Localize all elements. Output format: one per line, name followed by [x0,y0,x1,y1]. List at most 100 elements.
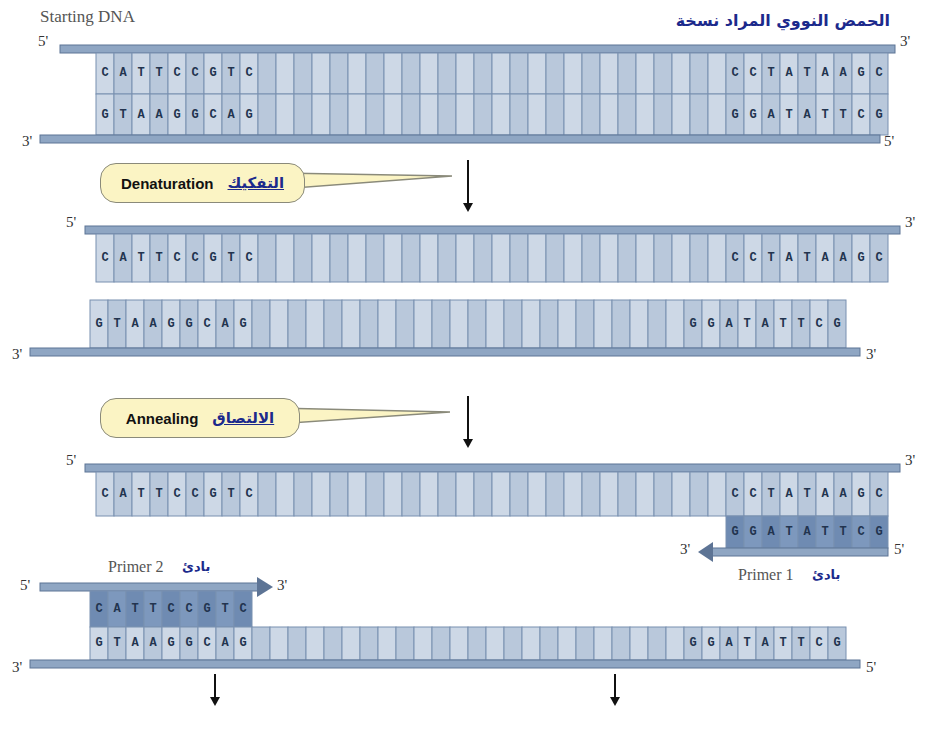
text-label: Primer 2 [108,558,164,576]
base-sequence: GTAAGGCAG [96,107,263,123]
base-cell [432,300,450,348]
step-name: Annealing [126,410,199,427]
base-cell [594,300,612,348]
step-arrow [467,396,469,440]
base-cell [474,53,492,94]
base-cell [312,53,330,94]
strand-end: 5' [866,659,876,676]
base-cell [528,472,546,516]
base-cell [324,300,342,348]
base-sequence: CATTCCGTC [96,250,263,266]
primer-arrow-head [257,577,273,597]
base-cell [648,627,666,660]
base-cell [708,53,726,94]
base-cell [564,234,582,282]
base-cell [672,472,690,516]
base-cell [558,300,576,348]
base-cell [528,94,546,135]
text-label: الحمض النووي المراد نسخة [676,12,890,30]
base-cell [504,627,522,660]
base-cell [582,234,600,282]
base-cell [510,472,528,516]
base-sequence: CATTCCGTC [96,65,263,81]
base-cell [612,300,630,348]
dna-backbone [85,464,900,472]
strand-end: 3' [905,452,915,469]
base-cell [630,627,648,660]
strand-end: 5' [894,541,904,558]
dna-backbone [60,45,895,53]
base-cell [654,94,672,135]
base-cell [342,627,360,660]
base-cell [294,234,312,282]
base-cell [360,300,378,348]
base-cell [420,472,438,516]
strand-end: 5' [66,452,76,469]
base-cell [654,53,672,94]
base-cell [384,53,402,94]
base-cell [420,234,438,282]
base-cell [672,53,690,94]
base-cell [528,53,546,94]
base-cell [522,300,540,348]
text-label: بادئ [812,568,840,582]
primer-arrow-head [698,542,713,562]
base-cell [312,472,330,516]
base-cell [276,53,294,94]
base-cell [276,472,294,516]
base-cell [330,472,348,516]
strand-end: 5' [38,33,48,50]
base-cell [366,53,384,94]
base-cell [672,94,690,135]
base-cell [438,234,456,282]
dna-backbone [40,583,258,591]
strand-end: 3' [905,214,915,231]
base-cell [618,472,636,516]
base-cell [594,627,612,660]
base-cell [378,300,396,348]
text-label: Starting DNA [40,8,135,27]
base-cell [708,234,726,282]
base-cell [522,627,540,660]
base-sequence: CATTCCGTC [90,601,257,617]
base-sequence: GTAAGGCAG [90,635,257,651]
base-cell [636,472,654,516]
base-cell [348,94,366,135]
base-cell [510,234,528,282]
base-cell [378,627,396,660]
base-cell [402,234,420,282]
base-cell [636,94,654,135]
strand-end: 5' [20,577,30,594]
base-cell [330,234,348,282]
base-cell [690,472,708,516]
base-cell [348,234,366,282]
arrow-head [610,697,620,706]
base-sequence: CCTATAAGC [726,65,893,81]
base-cell [708,94,726,135]
base-cell [504,300,522,348]
base-cell [432,627,450,660]
base-sequence: CATTCCGTC [96,486,263,502]
strand-end: 3' [12,346,22,363]
base-cell [510,94,528,135]
text-label: Primer 1 [738,566,794,584]
base-cell [450,300,468,348]
text-label: بادئ [182,560,210,574]
base-cell [402,53,420,94]
base-cell [468,300,486,348]
base-cell [348,53,366,94]
base-cell [456,472,474,516]
base-cell [636,234,654,282]
base-cell [474,472,492,516]
base-sequence: GTAAGGCAG [90,316,257,332]
base-cell [306,627,324,660]
base-sequence: CCTATAAGC [726,486,893,502]
base-cell [420,94,438,135]
base-cell [438,53,456,94]
base-cell [414,627,432,660]
base-cell [366,234,384,282]
base-cell [294,94,312,135]
base-cell [546,53,564,94]
base-cell [564,472,582,516]
base-cell [366,94,384,135]
